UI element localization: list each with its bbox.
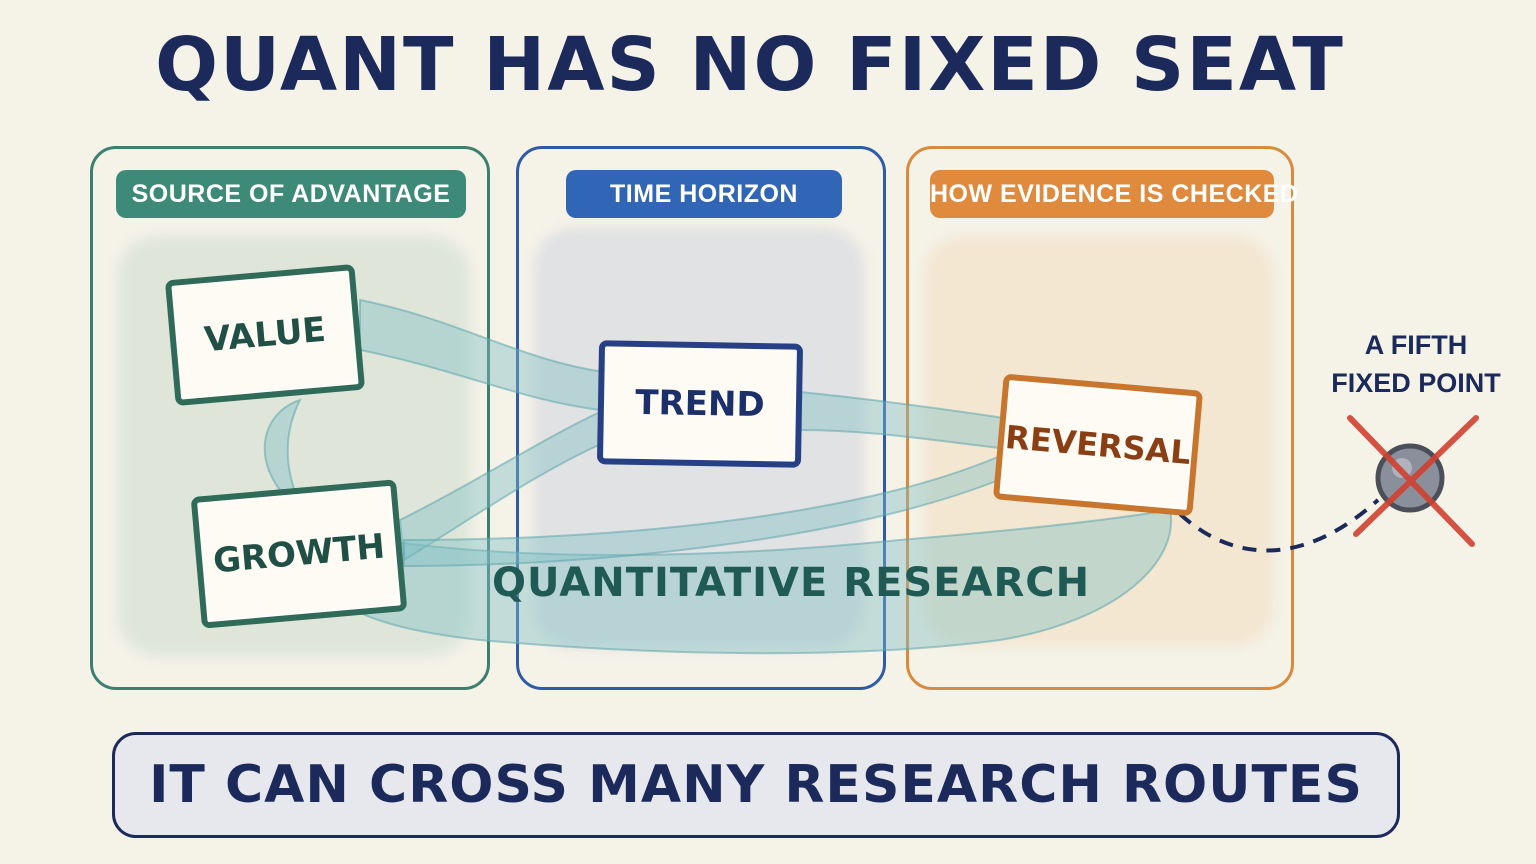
ribbon-trend-reversal (799, 390, 1006, 450)
node-value: VALUE (164, 263, 366, 407)
fifth-label-line1: A FIFTH (1364, 330, 1468, 360)
dashed-link (1178, 498, 1380, 553)
node-reversal: REVERSAL (992, 373, 1204, 517)
quantitative-research-label: QUANTITATIVE RESEARCH (492, 560, 1091, 606)
fifth-label-line2: FIXED POINT (1331, 368, 1501, 398)
node-growth: GROWTH (190, 479, 408, 629)
panel-source-of-advantage (90, 146, 490, 690)
diagram-title: QUANT HAS NO FIXED SEAT (155, 22, 1345, 108)
panel-time-horizon (516, 146, 886, 690)
fifth-fixed-point-label: A FIFTH FIXED POINT (1330, 326, 1502, 402)
cross-mark (1347, 415, 1479, 547)
banner-how-evidence-is-checked: HOW EVIDENCE IS CHECKED (930, 170, 1298, 218)
panel-how-evidence-is-checked (906, 146, 1294, 690)
ribbon-value-trend (359, 298, 606, 412)
banner-time-horizon: TIME HORIZON (566, 170, 842, 218)
banner-source-of-advantage: SOURCE OF ADVANTAGE (116, 170, 466, 218)
node-trend: TREND (596, 340, 804, 468)
footer-banner: IT CAN CROSS MANY RESEARCH ROUTES (112, 732, 1400, 838)
